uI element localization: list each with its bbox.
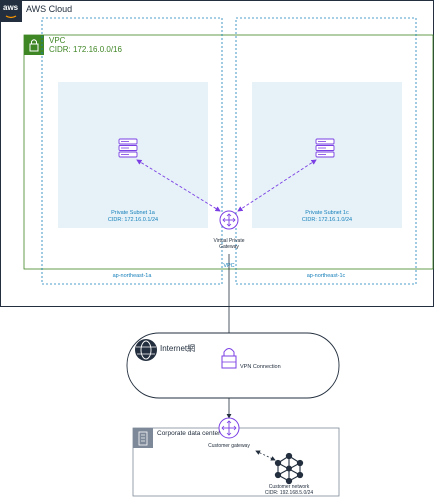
vpc-lock-icon (24, 35, 44, 55)
connector-1c-vpg (237, 159, 317, 212)
internet-label: Internet網 (160, 344, 196, 353)
aws-logo-icon (0, 0, 22, 22)
datacenter-label: Corporate data center (157, 430, 221, 437)
subnet-1c-name: Private Subnet 1c (305, 210, 349, 216)
customer-gateway-label: Customer gateway (208, 443, 250, 449)
connector-1a-vpg (136, 159, 221, 212)
customer-network-cidr: CIDR: 192.168.5.0/24 (264, 490, 314, 496)
az-1a-label: ap-northeast-1a (112, 273, 152, 279)
az-1c-label: ap-northeast-1c (306, 273, 346, 279)
customer-network-icon (274, 452, 304, 485)
aws-smile-icon (5, 15, 17, 19)
vpc-group (23, 34, 434, 270)
instance-1c-icon (315, 138, 335, 158)
subnet-1a-cidr: CIDR: 172.16.0.1/24 (107, 217, 159, 223)
subnet-1a-name: Private Subnet 1a (111, 210, 155, 216)
az-1c-group (235, 17, 417, 285)
vpn-connection-label: VPN Connection (240, 364, 281, 370)
aws-cloud-label: AWS Cloud (26, 4, 73, 14)
instance-1a-icon (118, 138, 138, 158)
customer-gateway-icon (218, 417, 240, 439)
vpg-label-line2: Gateway (219, 244, 239, 250)
vpc-label: VPC (49, 36, 66, 45)
internet-globe-icon (135, 339, 157, 361)
aws-logo-text: aws (3, 3, 19, 12)
subnet-1c-cidr: CIDR: 172.16.1.0/24 (301, 217, 353, 223)
vpc-cidr-label: CIDR: 172.16.0.0/16 (49, 45, 122, 54)
vpn-lock-icon (221, 348, 237, 369)
az-1a-group (41, 17, 223, 285)
connector-cgw-network (255, 450, 276, 461)
building-icon (133, 428, 153, 448)
vpc-bottom-label: VPC (223, 263, 235, 269)
virtual-private-gateway-icon (219, 210, 239, 230)
vpg-label-line1: Virtual Private (213, 238, 245, 244)
customer-network-label: Customer network (268, 484, 310, 490)
